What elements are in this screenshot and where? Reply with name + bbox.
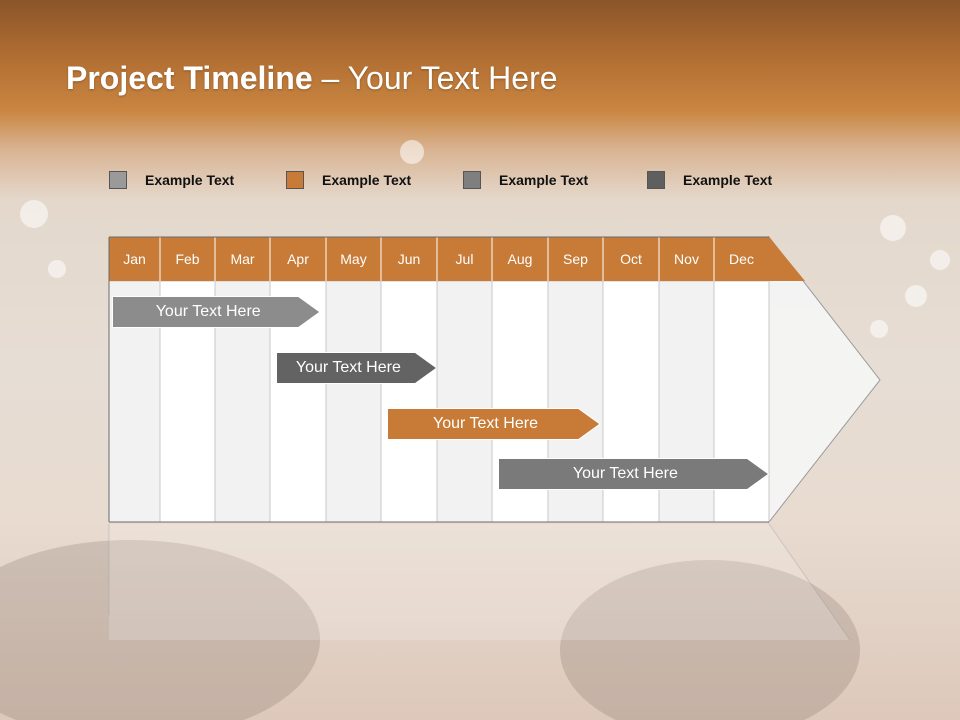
month-label-mar: Mar (230, 251, 255, 267)
legend-item: Example Text (463, 170, 588, 190)
task-bar-label: Your Text Here (433, 415, 538, 432)
month-column (325, 280, 382, 523)
bokeh-light (930, 250, 950, 270)
task-bar[interactable]: Your Text Here (275, 352, 437, 384)
month-label-nov: Nov (674, 251, 699, 267)
bokeh-light (880, 215, 906, 241)
month-header-band (109, 237, 805, 281)
task-bar[interactable]: Your Text Here (112, 296, 321, 328)
legend-swatch (463, 171, 481, 189)
task-bar-label: Your Text Here (155, 303, 261, 320)
bokeh-light (20, 200, 48, 228)
month-label-aug: Aug (507, 251, 533, 267)
month-label-may: May (340, 251, 367, 267)
legend-label: Example Text (322, 172, 412, 188)
task-bar-label: Your Text Here (295, 359, 401, 376)
legend-item: Example Text (647, 170, 772, 190)
legend-item: Example Text (109, 170, 234, 190)
page-title: Project Timeline – Your Text Here (66, 60, 558, 97)
task-bar[interactable]: Your Text Here (386, 408, 601, 440)
bokeh-light (905, 285, 927, 307)
legend-swatch (286, 171, 304, 189)
timeline-reflection (109, 524, 850, 640)
month-label-sep: Sep (563, 251, 588, 267)
task-bar-label: Your Text Here (572, 465, 678, 482)
legend-label: Example Text (145, 172, 235, 188)
month-label-dec: Dec (729, 251, 754, 267)
reflection-edge (768, 523, 851, 641)
task-bar-arrow (386, 408, 601, 440)
month-label-oct: Oct (620, 251, 642, 267)
title-rest: – Your Text Here (312, 60, 558, 96)
background-shadow (0, 540, 320, 720)
bokeh-light (870, 320, 888, 338)
task-bar-shape (386, 408, 601, 440)
legend-swatch (109, 171, 127, 189)
legend-swatch (647, 171, 665, 189)
month-column (436, 280, 493, 523)
background-shadow (560, 560, 860, 720)
task-bar-shape (112, 296, 321, 328)
month-label-feb: Feb (175, 251, 200, 267)
month-label-jun: Jun (397, 251, 421, 267)
bokeh-light (400, 140, 424, 164)
task-bar-shape (497, 458, 769, 490)
task-bar-shape (275, 352, 437, 384)
title-bold: Project Timeline (66, 60, 313, 96)
month-column (380, 280, 438, 523)
month-label-jul: Jul (455, 251, 474, 267)
task-bar-arrow (275, 352, 437, 384)
task-bar-arrow (497, 458, 769, 490)
month-label-jan: Jan (123, 251, 146, 267)
legend-item: Example Text (286, 170, 411, 190)
legend-label: Example Text (683, 172, 773, 188)
month-label-apr: Apr (287, 251, 309, 267)
task-bar-arrow (112, 296, 321, 328)
task-bar[interactable]: Your Text Here (497, 458, 769, 490)
legend-label: Example Text (499, 172, 589, 188)
bokeh-light (48, 260, 66, 278)
